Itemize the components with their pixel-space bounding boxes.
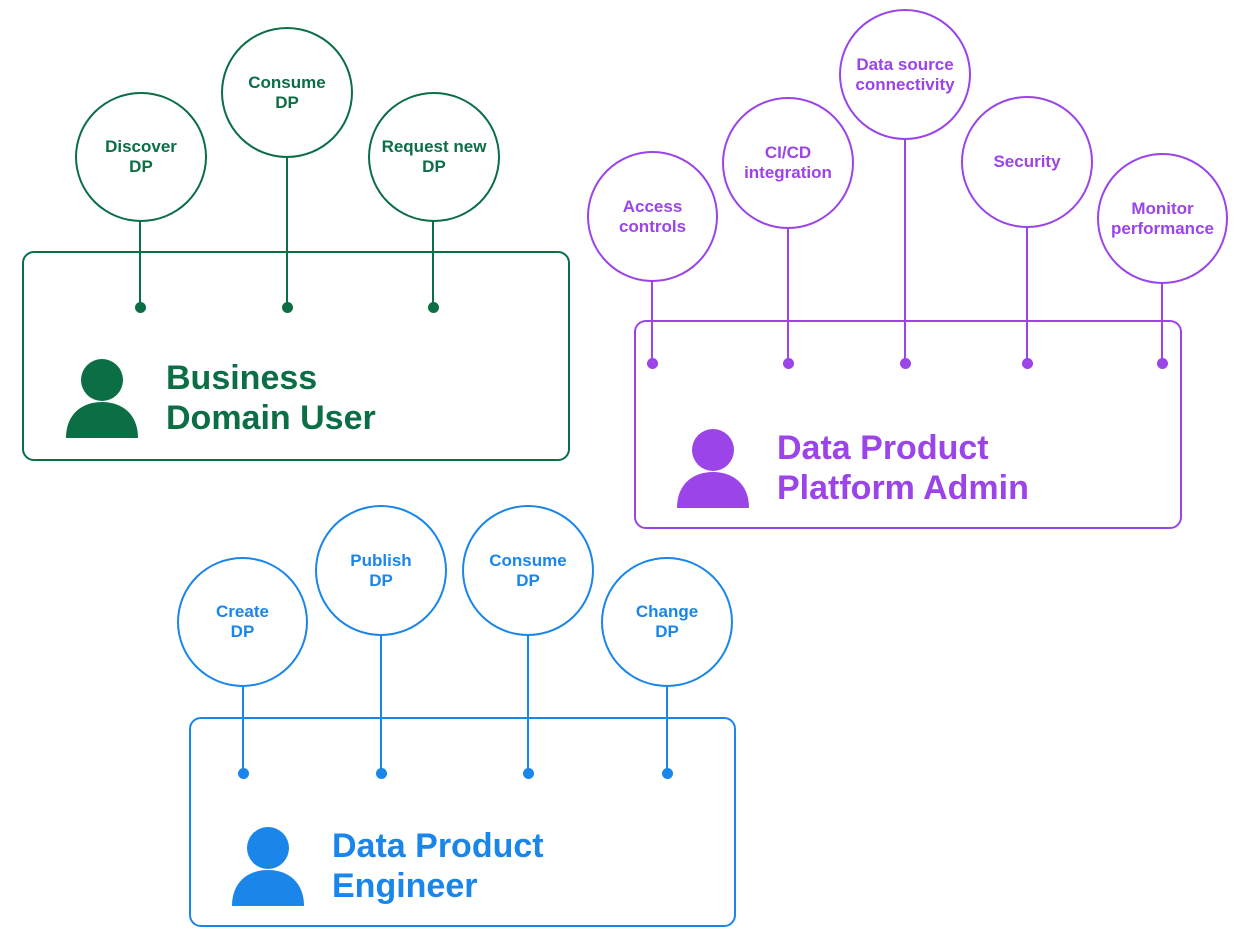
business-domain-user-role: Business Domain User [66, 358, 376, 438]
role-title: Data Product Platform Admin [777, 429, 1029, 507]
role-title: Business Domain User [166, 359, 376, 437]
connector-dot [662, 768, 673, 779]
connector-line [527, 634, 529, 773]
role-title: Data Product Engineer [332, 827, 544, 905]
capability-access-controls: Access controls [587, 151, 718, 282]
connector-dot [1157, 358, 1168, 369]
connector-dot [428, 302, 439, 313]
capability-create-dp: Create DP [177, 557, 308, 687]
connector-line [286, 156, 288, 307]
connector-line [1026, 226, 1028, 363]
connector-dot [376, 768, 387, 779]
connector-line [380, 634, 382, 773]
capability-change-dp: Change DP [601, 557, 733, 687]
connector-line [651, 280, 653, 363]
capability-data-source-connectivity: Data source connectivity [839, 9, 971, 140]
person-icon [677, 429, 749, 508]
connector-line [1161, 282, 1163, 363]
capability-label: Monitor performance [1111, 198, 1214, 238]
person-icon [232, 827, 304, 906]
connector-dot [238, 768, 249, 779]
capability-label: Publish DP [350, 550, 412, 590]
capability-label: Request new DP [381, 137, 487, 176]
person-icon [66, 359, 138, 438]
engineer-role: Data Product Engineer [232, 826, 544, 906]
connector-line [904, 138, 906, 363]
platform-admin-box [634, 320, 1182, 529]
capability-label: CI/CD integration [744, 143, 832, 182]
capability-label: Discover DP [105, 137, 177, 176]
connector-line [432, 220, 434, 307]
connector-dot [783, 358, 794, 369]
connector-dot [282, 302, 293, 313]
capability-publish-dp: Publish DP [315, 505, 447, 636]
connector-dot [135, 302, 146, 313]
connector-line [139, 220, 141, 307]
engineer-box [189, 717, 736, 927]
capability-label: Consume DP [248, 72, 326, 112]
capability-security: Security [961, 96, 1093, 228]
connector-dot [1022, 358, 1033, 369]
connector-line [787, 227, 789, 363]
capability-ci-cd-integration: CI/CD integration [722, 97, 854, 229]
capability-consume-dp: Consume DP [462, 505, 594, 636]
business-domain-user-box [22, 251, 570, 461]
capability-request-new-dp: Request new DP [368, 92, 500, 222]
connector-dot [523, 768, 534, 779]
connector-dot [647, 358, 658, 369]
capability-monitor-performance: Monitor performance [1097, 153, 1228, 284]
connector-line [666, 685, 668, 773]
platform-admin-role: Data Product Platform Admin [677, 428, 1029, 508]
connector-dot [900, 358, 911, 369]
capability-label: Security [993, 152, 1061, 171]
capability-label: Consume DP [489, 550, 567, 590]
capability-discover-dp: Discover DP [75, 92, 207, 222]
capability-label: Access controls [618, 196, 687, 236]
capability-label: Change DP [635, 602, 699, 641]
connector-line [242, 685, 244, 773]
capability-consume-dp: Consume DP [221, 27, 353, 158]
capability-label: Data source connectivity [855, 54, 955, 94]
capability-label: Create DP [216, 602, 269, 641]
